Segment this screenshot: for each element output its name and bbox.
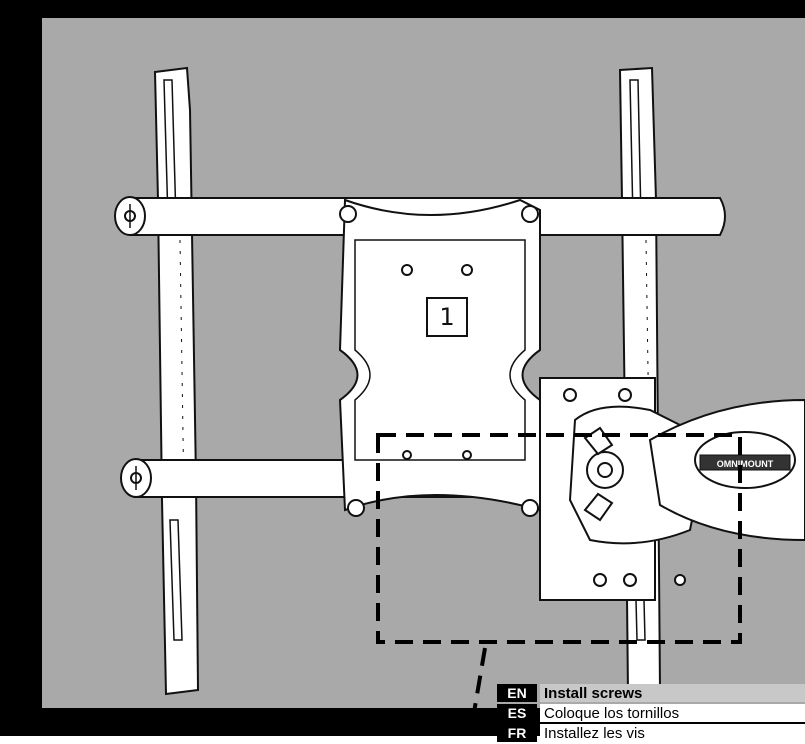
lang-code-es: ES [497, 704, 537, 722]
plate-screw-bl [347, 499, 365, 517]
instruction-text-es: Coloque los tornillos [540, 704, 805, 722]
legend-row-es: ES Coloque los tornillos [497, 704, 805, 722]
arm-brand-label: OMNIMOUNT [717, 459, 774, 469]
lang-code-fr: FR [497, 724, 537, 742]
instruction-text-en: Install screws [540, 684, 805, 702]
instruction-legend: EN Install screws ES Coloque los tornill… [497, 684, 805, 744]
step-number-box: 1 [426, 297, 468, 337]
highlight-dashed-region [376, 433, 742, 644]
adapter-plate [338, 198, 541, 517]
leader-dashed-line [468, 647, 487, 736]
plate-screw-br [521, 499, 539, 517]
legend-row-fr: FR Installez les vis [497, 724, 805, 742]
legend-row-en: EN Install screws [497, 684, 805, 702]
plate-screw-tl [339, 205, 357, 223]
lang-code-en: EN [497, 684, 537, 702]
instruction-text-fr: Installez les vis [540, 724, 805, 742]
plate-screw-tr [521, 205, 539, 223]
